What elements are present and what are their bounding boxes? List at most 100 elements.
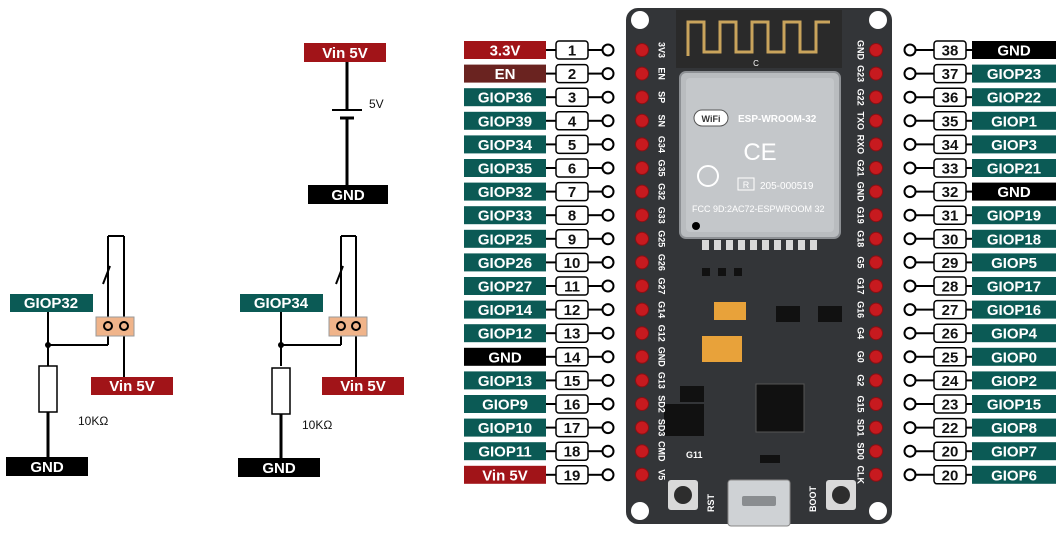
header-pin-left xyxy=(635,255,649,270)
pin-number-left: 16 xyxy=(564,397,581,414)
switch-circuit-right: GIOP34 Vin 5V 10KΩ GND xyxy=(238,235,404,477)
header-pin-left xyxy=(635,467,649,482)
pin-end-dot-right xyxy=(903,350,917,364)
circuit-left-gnd-label: GND xyxy=(30,459,64,476)
silk-label-left: 3V3 xyxy=(657,42,667,58)
header-pin-left xyxy=(635,279,649,293)
header-pin-left xyxy=(635,208,649,223)
pin-label-tag-left xyxy=(464,347,546,366)
header-pin-right xyxy=(869,373,883,388)
pin-end-dot-left xyxy=(601,421,615,435)
pin-end-dot-left xyxy=(601,373,615,387)
battery-schematic: Vin 5V 5V GND xyxy=(304,43,388,204)
esp32-board: C WiFi ESP-WROOM-32 CE R 205-000519 FCC … xyxy=(626,8,892,527)
pin-label-left: GIOP10 xyxy=(478,420,532,437)
silk-label-right: RXO xyxy=(856,135,866,155)
pin-end-dot-right xyxy=(903,208,917,222)
pin-label-tag-left xyxy=(464,324,546,343)
header-pin-right xyxy=(869,113,883,128)
pin-label-tag-left xyxy=(464,418,546,437)
pin-number-left: 8 xyxy=(568,208,576,225)
pin-end-dot-left xyxy=(601,255,615,269)
smd-component-2 xyxy=(718,268,726,276)
pin-end-dot-right xyxy=(903,43,917,57)
mount-hole-bottom-left xyxy=(631,502,649,520)
pin-label-left: GIOP39 xyxy=(478,113,532,130)
pin-end-dot-left xyxy=(601,350,615,364)
pin-end-dot-right xyxy=(903,90,917,104)
circuit-left-gnd-tag xyxy=(6,457,88,476)
g11-label: G11 xyxy=(686,450,703,460)
pin-label-left: GIOP33 xyxy=(478,208,532,225)
pin-label-tag-right xyxy=(972,111,1056,130)
pin-number-right: 27 xyxy=(942,302,959,319)
pin-label-tag-left xyxy=(464,253,546,272)
pin-number-right: 20 xyxy=(942,444,959,461)
header-pin-right xyxy=(869,420,883,435)
pin-number-right: 35 xyxy=(942,113,959,130)
pin-label-tag-left xyxy=(464,277,546,295)
pin-label-tag-right xyxy=(972,159,1056,177)
pin-number-right: 36 xyxy=(942,90,959,107)
pin-end-dot-left xyxy=(601,232,615,246)
pin-end-dot-right xyxy=(903,421,917,435)
pin-label-left: EN xyxy=(495,66,516,83)
battery-voltage-label: 5V xyxy=(369,97,384,111)
pin-label-tag-left xyxy=(464,64,546,83)
header-pin-left xyxy=(635,420,649,435)
header-pin-left xyxy=(635,43,649,57)
pin-label-right: GIOP22 xyxy=(987,90,1041,107)
pin-label-tag-right xyxy=(972,395,1056,413)
silk-label-right: G22 xyxy=(856,89,866,106)
pin-end-dot-right xyxy=(903,185,917,199)
pin-label-left: GIOP14 xyxy=(478,302,533,319)
pin-end-dot-right xyxy=(903,468,917,482)
circuit-left-resistor xyxy=(38,365,58,413)
pin-end-dot-right xyxy=(903,114,917,128)
pin-label-tag-right xyxy=(972,324,1056,343)
pin-label-left: Vin 5V xyxy=(482,467,528,484)
pin-number-right: 30 xyxy=(942,231,959,248)
circuit-right-pin-tag xyxy=(240,294,323,312)
pin-label-right: GIOP8 xyxy=(991,420,1037,437)
smd-component-1 xyxy=(702,268,710,276)
antenna-trace xyxy=(686,20,830,56)
pin-number-left: 10 xyxy=(564,255,581,272)
silk-label-right: G5 xyxy=(856,256,866,268)
silk-label-right: GND xyxy=(856,40,866,61)
pin-end-dot-left xyxy=(601,397,615,411)
pin-number-left: 11 xyxy=(564,279,580,296)
header-pin-left xyxy=(635,326,649,341)
pin-label-tag-left xyxy=(464,465,546,484)
header-pin-right xyxy=(869,397,883,411)
pin1-dot xyxy=(692,222,700,230)
pin-label-right: GIOP19 xyxy=(987,208,1041,225)
silk-label-left: G27 xyxy=(657,277,667,294)
pin-label-left: GND xyxy=(488,349,522,366)
pin-label-right: GIOP4 xyxy=(991,326,1038,343)
circuit-right-switch-body xyxy=(328,316,368,337)
silk-label-left: G12 xyxy=(657,325,667,342)
pin-label-tag-right xyxy=(972,465,1056,484)
pin-end-dot-right xyxy=(903,303,917,317)
pin-end-dot-right xyxy=(903,373,917,387)
pin-number-left: 18 xyxy=(564,444,581,461)
pin-label-right: GIOP15 xyxy=(987,397,1041,414)
pin-label-tag-right xyxy=(972,229,1056,248)
pin-label-left: GIOP25 xyxy=(478,231,532,248)
silk-label-right: G21 xyxy=(856,159,866,176)
left-header: 3V3ENSPSNG34G35G32G33G25G26G27G14G12GNDG… xyxy=(635,42,667,482)
header-pin-right xyxy=(869,137,883,152)
tantalum-cap-2 xyxy=(702,336,742,362)
pin-label-tag-right xyxy=(972,182,1056,201)
pin-label-left: GIOP32 xyxy=(478,184,532,201)
pin-label-left: GIOP34 xyxy=(478,137,533,154)
silk-label-left: G26 xyxy=(657,254,667,271)
usb-serial-chip xyxy=(755,383,805,433)
pin-label-tag-left xyxy=(464,229,546,248)
mount-hole-top-right xyxy=(869,11,887,29)
header-pin-left xyxy=(635,90,649,105)
header-pin-left xyxy=(635,184,649,199)
header-pin-right xyxy=(869,444,883,459)
pin-label-tag-right xyxy=(972,418,1056,437)
